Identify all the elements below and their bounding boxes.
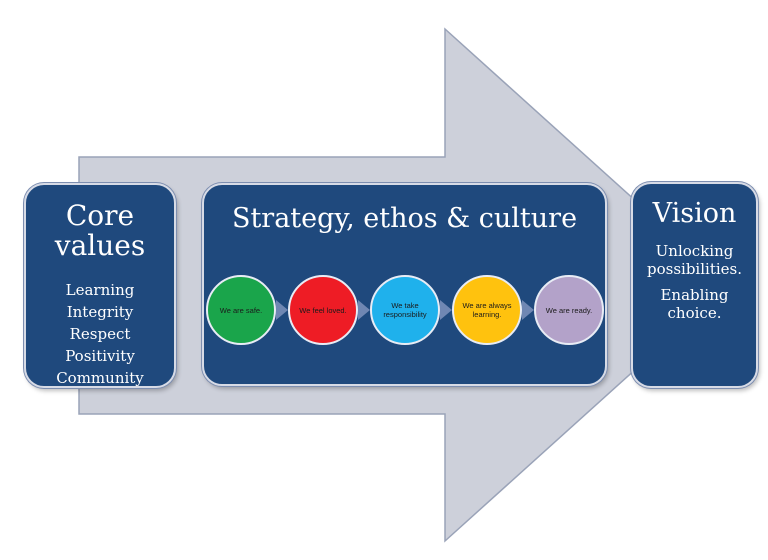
core-values-title: Core values: [54, 199, 146, 262]
vision-line: Enabling choice.: [660, 286, 729, 322]
circle-label: We take responsibility: [383, 301, 427, 319]
vision-box: Vision Unlocking possibilities. Enabling…: [631, 182, 758, 388]
chevron-right-icon: [276, 300, 288, 320]
vision-statement: Unlocking possibilities. Enabling choice…: [633, 242, 756, 322]
circle-safe: We are safe.: [206, 275, 276, 345]
circle-label: We feel loved.: [299, 305, 347, 315]
vision-line: Unlocking possibilities.: [647, 242, 742, 278]
circle-label: We are safe.: [219, 305, 263, 315]
core-value-item: Community: [56, 369, 144, 387]
vision-title: Vision: [652, 198, 737, 229]
core-value-item: Respect: [69, 325, 131, 343]
core-value-item: Integrity: [66, 303, 134, 321]
circle-loved: We feel loved.: [288, 275, 358, 345]
core-value-item: Learning: [65, 281, 135, 299]
chevron-right-icon: [440, 300, 452, 320]
circle-learning: We are always learning.: [452, 275, 522, 345]
chevron-right-icon: [358, 300, 370, 320]
strategy-circles: We are safe. We feel loved. We take resp…: [204, 275, 609, 351]
chevron-right-icon: [522, 300, 534, 320]
circle-ready: We are ready.: [534, 275, 604, 345]
circle-label: We are always learning.: [462, 301, 512, 319]
circle-responsibility: We take responsibility: [370, 275, 440, 345]
core-values-box: Core values Learning Integrity Respect P…: [24, 183, 176, 388]
core-values-list: Learning Integrity Respect Positivity Co…: [26, 279, 174, 389]
circle-label: We are ready.: [545, 305, 593, 315]
core-value-item: Positivity: [65, 347, 135, 365]
strategy-title: Strategy, ethos & culture: [231, 203, 578, 234]
strategy-box: Strategy, ethos & culture We are safe. W…: [202, 183, 607, 386]
